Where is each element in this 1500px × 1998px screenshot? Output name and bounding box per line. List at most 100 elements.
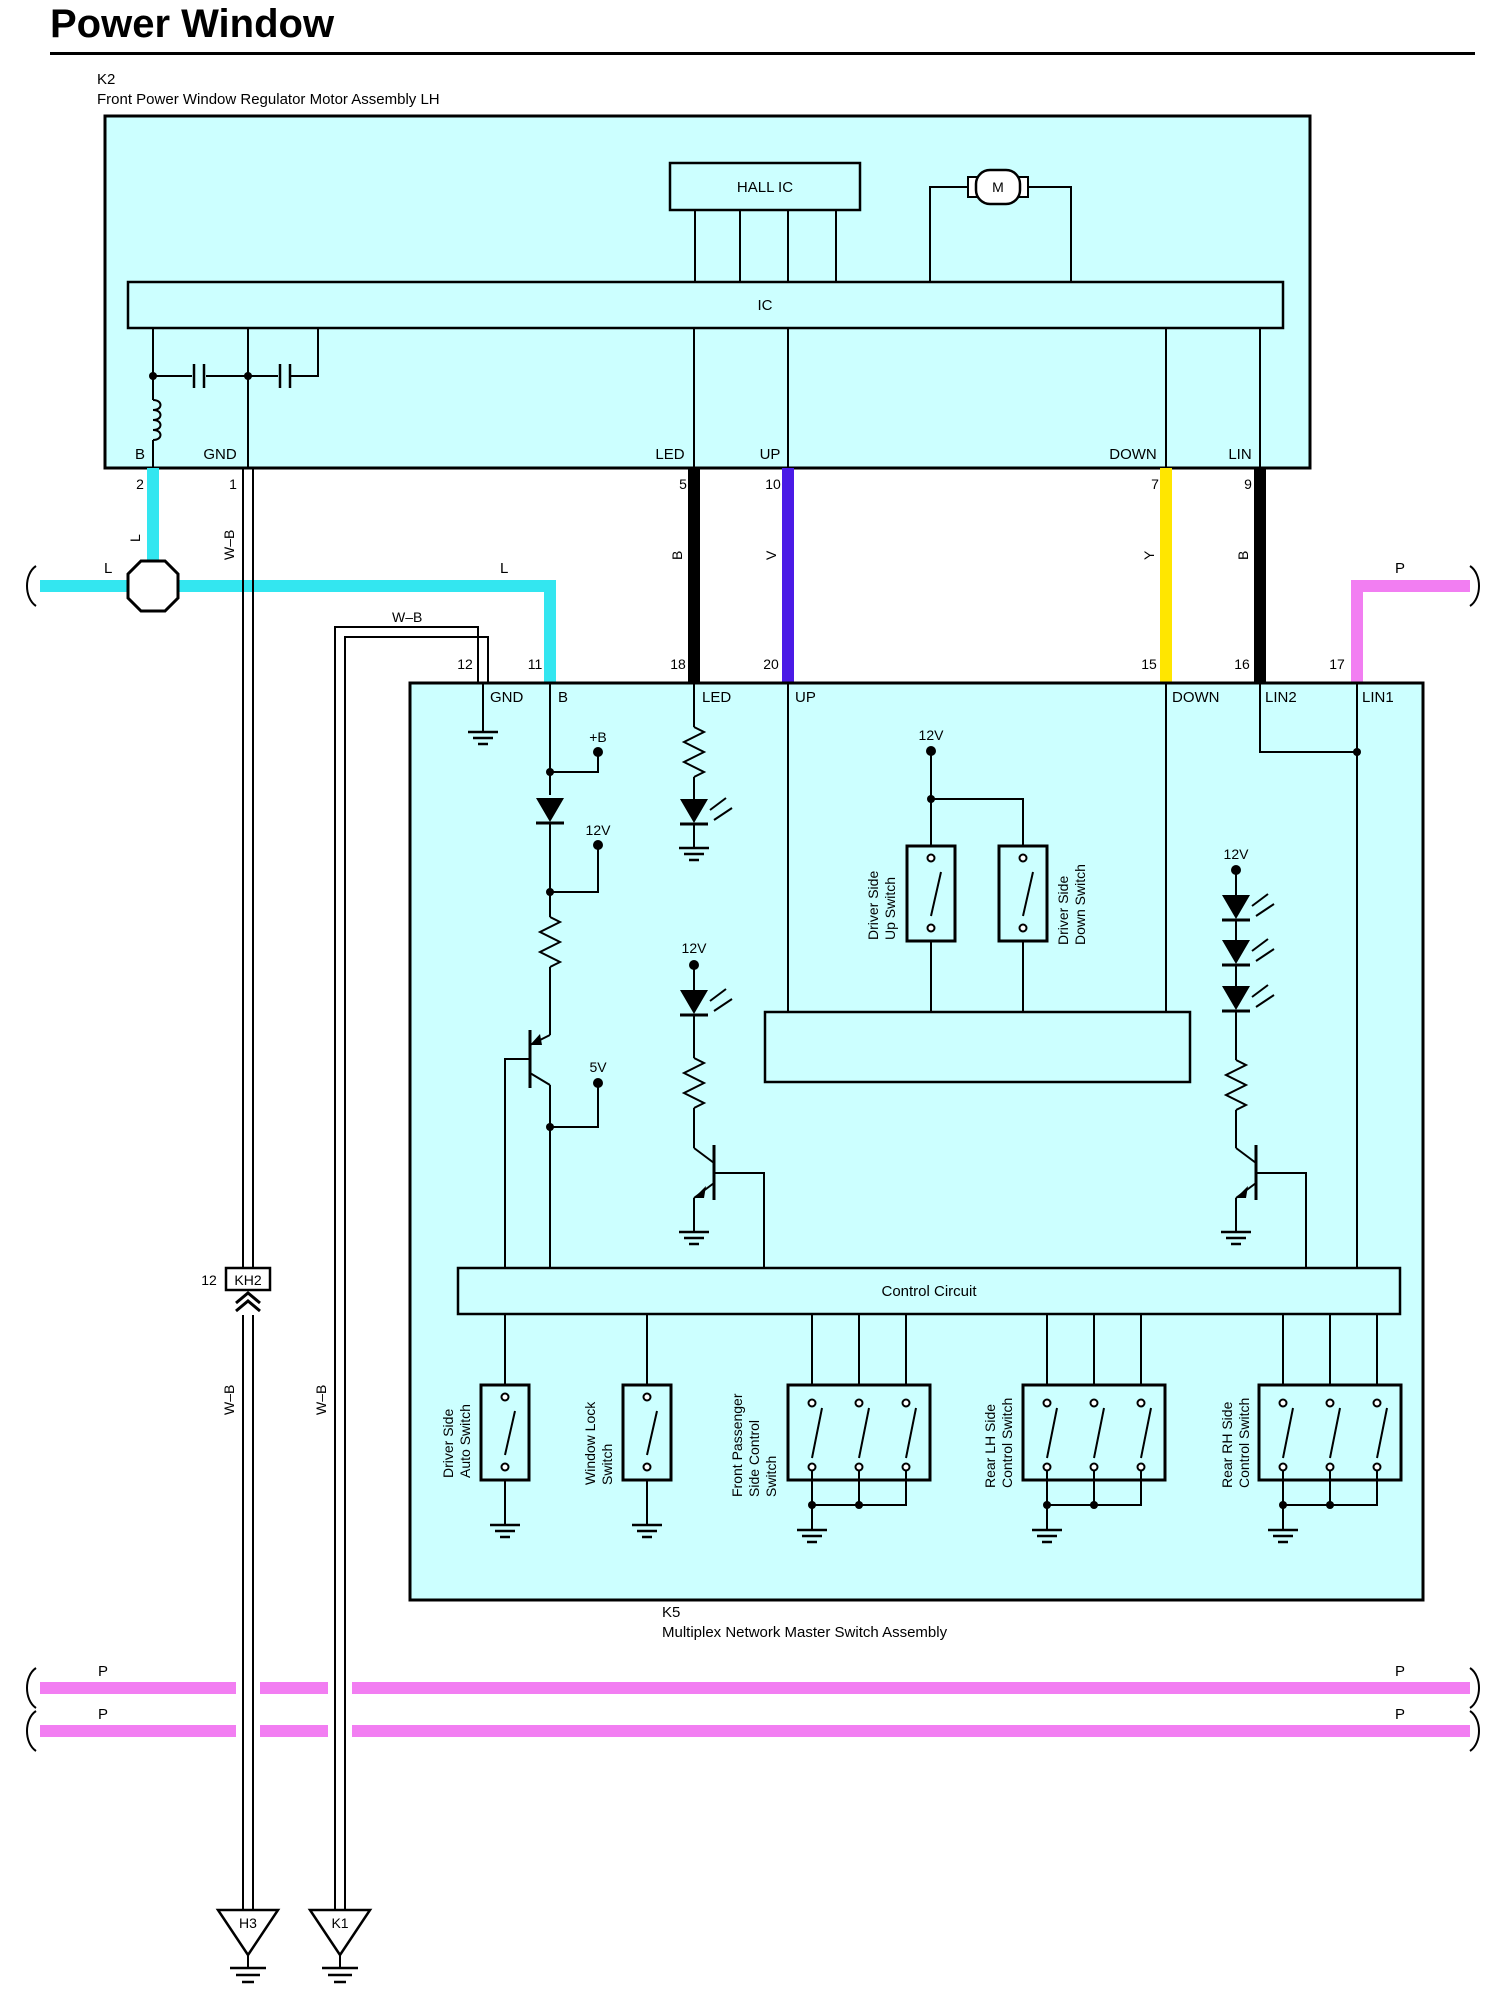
wire-wb-label-b: W–B xyxy=(392,609,422,625)
wire-up-label: V xyxy=(763,550,779,560)
k2-pin-lin: 9 xyxy=(1244,476,1252,492)
k2-pin-led: 5 xyxy=(679,476,687,492)
k2-pin-down: 7 xyxy=(1151,476,1159,492)
auto-label-2: Auto Switch xyxy=(457,1404,473,1478)
wire-l-label-vert: L xyxy=(127,534,143,542)
k5-term-lin1: LIN1 xyxy=(1362,689,1394,706)
wire-wb-label-a: W–B xyxy=(221,530,237,560)
k2-module: K2 Front Power Window Regulator Motor As… xyxy=(97,71,1312,492)
v12-label-sw: 12V xyxy=(919,727,945,743)
k5-name: Multiplex Network Master Switch Assembly xyxy=(662,1624,948,1641)
k5-pin-b: 11 xyxy=(528,656,543,672)
driver-down-label-1: Driver Side xyxy=(1055,876,1071,945)
lock-label-1: Window Lock xyxy=(582,1401,598,1485)
wire-l-label-a: L xyxy=(104,560,112,577)
k2-term-down: DOWN xyxy=(1109,446,1157,463)
k2-code: K2 xyxy=(97,71,115,88)
k2-term-gnd: GND xyxy=(203,446,237,463)
k5-pin-lin2: 16 xyxy=(1234,656,1250,672)
wire-p-label-lin1: P xyxy=(1395,560,1405,577)
wire-l-label-b: L xyxy=(500,560,508,577)
driver-up-label-2: Up Switch xyxy=(882,877,898,940)
fp-label-1: Front Passenger xyxy=(729,1393,745,1497)
k2-pin-up: 10 xyxy=(765,476,781,492)
wire-wb-k5-gnd xyxy=(334,626,489,1910)
title-rule xyxy=(50,52,1475,55)
driver-up-label-1: Driver Side xyxy=(865,871,881,940)
k2-term-led: LED xyxy=(655,446,684,463)
fp-label-3: Switch xyxy=(763,1456,779,1497)
wire-wb-label-c: W–B xyxy=(221,1385,237,1415)
k5-term-b: B xyxy=(558,689,568,706)
k5-term-down: DOWN xyxy=(1172,689,1220,706)
auto-label-1: Driver Side xyxy=(440,1409,456,1478)
k5-pin-gnd: 12 xyxy=(457,656,473,672)
v12-label-b: 12V xyxy=(586,822,612,838)
k5-pin-lin1: 17 xyxy=(1329,656,1345,672)
driver-auto-switch xyxy=(479,1383,531,1482)
ic-label: IC xyxy=(758,297,773,314)
kh2-label: KH2 xyxy=(234,1272,261,1288)
k2-pin-gnd: 1 xyxy=(229,476,237,492)
p-bus-label-1r: P xyxy=(1395,1663,1405,1680)
k5-term-lin2: LIN2 xyxy=(1265,689,1297,706)
wire-break-right xyxy=(1469,565,1480,607)
k5-term-gnd: GND xyxy=(490,689,524,706)
front-passenger-switch xyxy=(786,1314,932,1544)
k5-term-led: LED xyxy=(702,689,731,706)
k5-code: K5 xyxy=(662,1604,680,1621)
wire-p-lin1 xyxy=(1351,580,1470,683)
control-circuit-box xyxy=(456,1266,1402,1316)
driver-down-label-2: Down Switch xyxy=(1072,864,1088,945)
ground-k1: K1 xyxy=(307,1908,373,1984)
splice-point xyxy=(126,559,180,613)
lock-label-2: Switch xyxy=(599,1444,615,1485)
v5-label: 5V xyxy=(589,1059,607,1075)
ground-h3: H3 xyxy=(215,1908,281,1984)
k5-term-up: UP xyxy=(795,689,816,706)
rlh-label-2: Control Switch xyxy=(999,1398,1015,1488)
k1-label: K1 xyxy=(331,1915,348,1931)
wire-wb-k2-gnd xyxy=(242,468,254,1910)
motor-label: M xyxy=(992,179,1004,195)
hall-ic-label: HALL IC xyxy=(737,179,793,196)
switch-ic-box xyxy=(763,1010,1192,1084)
h3-label: H3 xyxy=(239,1915,257,1931)
k2-pin-b: 2 xyxy=(136,476,144,492)
wire-down-label: Y xyxy=(1141,550,1157,560)
k2-term-lin: LIN xyxy=(1228,446,1251,463)
k5-pin-up: 20 xyxy=(763,656,779,672)
k2-name: Front Power Window Regulator Motor Assem… xyxy=(97,91,440,108)
p-bus-label-2r: P xyxy=(1395,1706,1405,1723)
k2-term-up: UP xyxy=(760,446,781,463)
fp-label-2: Side Control xyxy=(746,1420,762,1497)
plus-b-label: +B xyxy=(589,729,607,745)
kh2-pin: 12 xyxy=(201,1272,217,1288)
hall-ic-box xyxy=(668,161,862,212)
ic-box xyxy=(126,280,1285,330)
v12-label-triple: 12V xyxy=(1224,846,1250,862)
driver-up-switch xyxy=(905,844,957,943)
k5-pin-down: 15 xyxy=(1141,656,1157,672)
k5-pin-led: 18 xyxy=(670,656,686,672)
wire-break-left xyxy=(26,565,37,607)
rear-lh-switch xyxy=(1021,1314,1167,1544)
driver-down-switch xyxy=(997,844,1049,943)
rlh-label-1: Rear LH Side xyxy=(982,1404,998,1488)
kh2-connector: KH2 12 xyxy=(201,1266,272,1313)
window-lock-switch xyxy=(621,1383,673,1482)
k2-term-b: B xyxy=(135,446,145,463)
wire-wb-label-d: W–B xyxy=(313,1385,329,1415)
wire-lin-label: B xyxy=(1235,551,1251,560)
wire-led-label: B xyxy=(669,551,685,560)
page-title: Power Window xyxy=(50,2,335,46)
rrh-label-1: Rear RH Side xyxy=(1219,1401,1235,1488)
control-circuit-label: Control Circuit xyxy=(881,1283,977,1300)
p-bus-label-1l: P xyxy=(98,1663,108,1680)
p-bus-label-2l: P xyxy=(98,1706,108,1723)
rear-rh-switch xyxy=(1257,1314,1403,1544)
v12-label-led2: 12V xyxy=(682,940,708,956)
rrh-label-2: Control Switch xyxy=(1236,1398,1252,1488)
wire-l-horizontal xyxy=(40,468,556,683)
